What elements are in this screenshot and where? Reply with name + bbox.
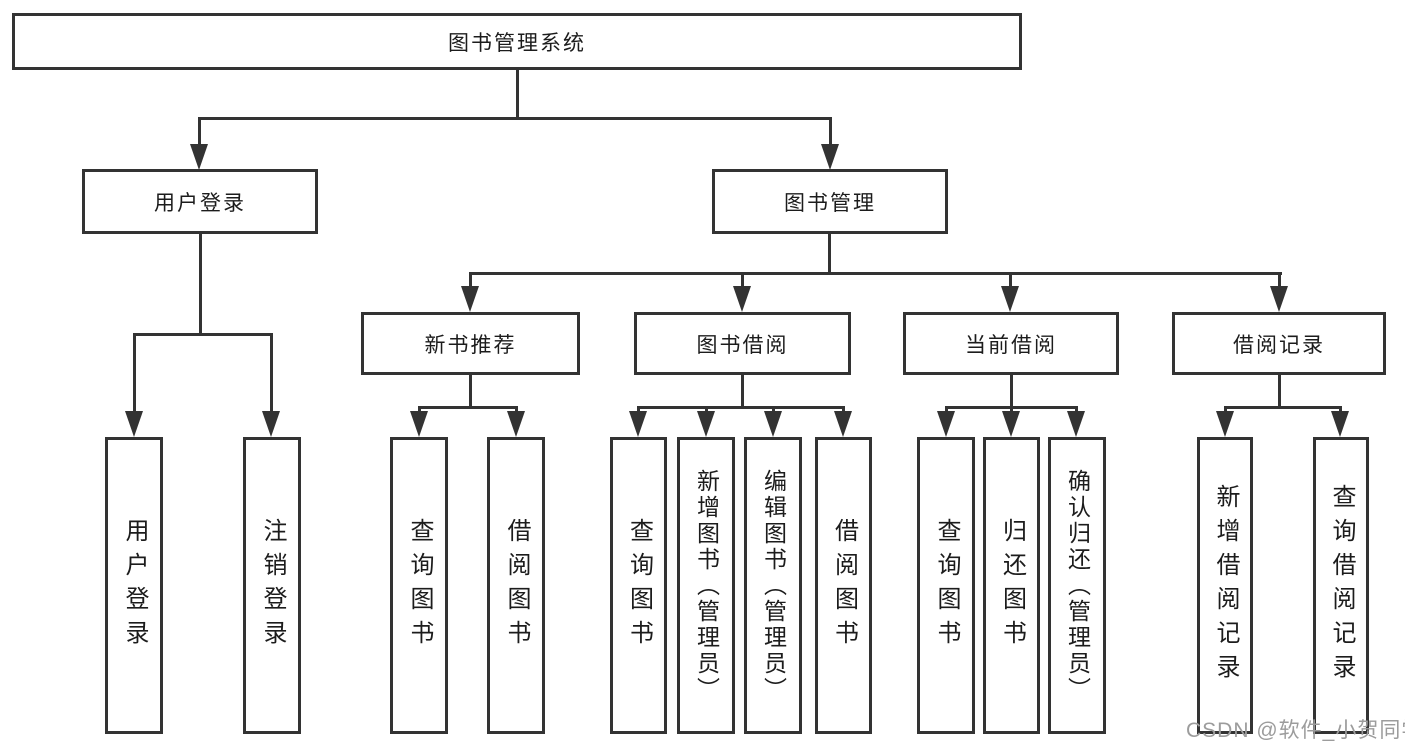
connector-drop [199, 234, 202, 334]
connector-stub [1339, 406, 1342, 413]
arrow-down-icon [262, 411, 280, 437]
connector-split [637, 406, 845, 409]
connector-drop [1010, 375, 1013, 408]
leaf-label: 确认归还（管理员） [1064, 468, 1091, 703]
connector-split [133, 333, 273, 336]
connector-stub [198, 117, 201, 147]
leaf-label: 新增借阅记录 [1212, 483, 1239, 688]
arrow-down-icon [410, 411, 428, 437]
connector-stub [469, 272, 472, 288]
connector-root-drop [516, 70, 519, 118]
arrow-down-icon [733, 286, 751, 312]
node-root: 图书管理系统 [12, 13, 1022, 70]
leaf-add-books-admin: 新增图书（管理员） [677, 437, 735, 734]
node-user-login: 用户登录 [82, 169, 318, 234]
connector-stub [842, 406, 845, 413]
arrow-down-icon [1002, 411, 1020, 437]
connector-stub [418, 406, 421, 413]
connector-stub [829, 117, 832, 147]
arrow-down-icon [697, 411, 715, 437]
leaf-user-login: 用户登录 [105, 437, 163, 734]
node-new-book-recommend: 新书推荐 [361, 312, 580, 375]
connector-drop [469, 375, 472, 408]
connector-drop [828, 234, 831, 274]
node-book-management: 图书管理 [712, 169, 948, 234]
leaf-borrow-books: 借阅图书 [815, 437, 872, 734]
leaf-confirm-return-admin: 确认归还（管理员） [1048, 437, 1106, 734]
arrow-down-icon [1270, 286, 1288, 312]
leaf-query-books-current: 查询图书 [917, 437, 975, 734]
arrow-down-icon [1001, 286, 1019, 312]
arrow-down-icon [190, 144, 208, 170]
connector-stub [637, 406, 640, 413]
connector-stub [133, 333, 136, 412]
node-borrow-records: 借阅记录 [1172, 312, 1386, 375]
connector-stub [741, 272, 744, 288]
connector-root-split [198, 117, 832, 120]
connector-stub [945, 406, 948, 413]
connector-stub [1009, 272, 1012, 288]
leaf-label: 编辑图书（管理员） [760, 468, 787, 703]
connector-split [418, 406, 518, 409]
leaf-label: 借阅图书 [830, 517, 858, 654]
arrow-down-icon [1216, 411, 1234, 437]
csdn-watermark: CSDN @软件_小贺同学 [1186, 719, 1405, 742]
leaf-label: 用户登录 [121, 517, 148, 654]
connector-drop [741, 375, 744, 408]
arrow-down-icon [1331, 411, 1349, 437]
arrow-down-icon [821, 144, 839, 170]
connector-stub [270, 333, 273, 412]
leaf-label: 查询图书 [625, 517, 653, 654]
leaf-label: 注销登录 [259, 517, 286, 654]
connector-stub [772, 406, 775, 413]
connector-stub [705, 406, 708, 413]
leaf-borrow-books-recommend: 借阅图书 [487, 437, 545, 734]
leaf-add-borrow-record: 新增借阅记录 [1197, 437, 1253, 734]
connector-stub [515, 406, 518, 413]
leaf-label: 借阅图书 [503, 517, 530, 654]
arrow-down-icon [125, 411, 143, 437]
connector-drop [1278, 375, 1281, 408]
leaf-edit-books-admin: 编辑图书（管理员） [744, 437, 802, 734]
arrow-down-icon [461, 286, 479, 312]
arrow-down-icon [834, 411, 852, 437]
leaf-logout: 注销登录 [243, 437, 301, 734]
leaf-label: 新增图书（管理员） [693, 468, 720, 703]
leaf-query-books-borrow: 查询图书 [610, 437, 667, 734]
connector-stub [1010, 406, 1013, 413]
leaf-label: 查询图书 [933, 517, 960, 654]
node-book-borrow: 图书借阅 [634, 312, 851, 375]
connector-split [469, 272, 1282, 275]
leaf-label: 查询图书 [406, 517, 433, 654]
connector-stub [1075, 406, 1078, 413]
connector-stub [1278, 272, 1281, 288]
leaf-query-borrow-record: 查询借阅记录 [1313, 437, 1369, 734]
arrow-down-icon [507, 411, 525, 437]
node-current-borrow: 当前借阅 [903, 312, 1119, 375]
leaf-label: 归还图书 [998, 517, 1026, 654]
connector-stub [1224, 406, 1227, 413]
arrow-down-icon [937, 411, 955, 437]
leaf-return-books: 归还图书 [983, 437, 1040, 734]
arrow-down-icon [629, 411, 647, 437]
arrow-down-icon [764, 411, 782, 437]
leaf-query-books-recommend: 查询图书 [390, 437, 448, 734]
leaf-label: 查询借阅记录 [1328, 483, 1355, 688]
arrow-down-icon [1067, 411, 1085, 437]
connector-split [1224, 406, 1342, 409]
